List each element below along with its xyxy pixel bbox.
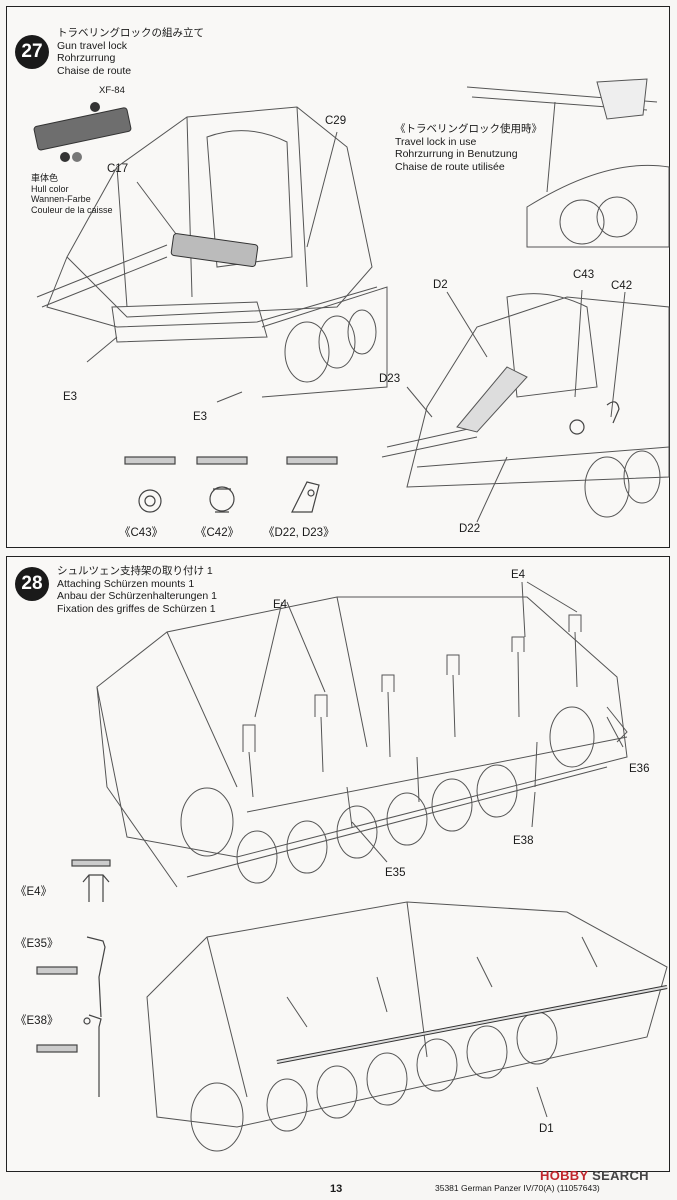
paint-code-label: XF-84 <box>99 85 125 96</box>
travel-lock-in-use-note: 《トラベリングロック使用時》 Travel lock in use Rohrzu… <box>395 123 542 173</box>
part-label-d1: D1 <box>539 1123 554 1135</box>
part-caption-e38: 《E38》 <box>15 1015 59 1027</box>
part-label-e36: E36 <box>629 763 650 775</box>
part-caption-e35: 《E35》 <box>15 938 59 950</box>
part-label-e4-right: E4 <box>511 569 526 581</box>
step-number-badge: 28 <box>15 567 49 601</box>
part-label-d22: D22 <box>459 523 481 535</box>
part-label-d23: D23 <box>379 373 401 385</box>
part-label-c42: C42 <box>611 280 633 292</box>
step-title: トラベリングロックの組み立て Gun travel lock Rohrzurru… <box>57 27 204 77</box>
step-28-panel: 28 シュルツェン支持架の取り付け 1 Attaching Schürzen m… <box>6 556 670 1172</box>
step-27-panel: 27 トラベリングロックの組み立て Gun travel lock Rohrzu… <box>6 6 670 548</box>
part-label-d2: D2 <box>433 279 448 291</box>
step-title: シュルツェン支持架の取り付け 1 Attaching Schürzen moun… <box>57 565 217 615</box>
part-label-c43: C43 <box>573 269 595 281</box>
part-label-c29: C29 <box>325 115 347 127</box>
part-label-e4-left: E4 <box>273 599 288 611</box>
step-number-badge: 27 <box>15 35 49 69</box>
part-caption-d22-d23: 《D22, D23》 <box>263 527 335 539</box>
hull-color-note: 車体色 Hull color Wannen-Farbe Couleur de l… <box>31 173 113 215</box>
step-28-assembly-drawing <box>36 581 668 1152</box>
part-label-e38: E38 <box>513 835 534 847</box>
kit-info: 35381 German Panzer IV/70(A) (11057643) <box>435 1183 600 1193</box>
part-label-e35: E35 <box>385 867 406 879</box>
part-caption-e4: 《E4》 <box>15 886 53 898</box>
hobby-search-watermark: HOBBY SEARCH <box>540 1168 649 1183</box>
part-caption-c42: 《C42》 <box>195 527 240 539</box>
part-label-e3-left: E3 <box>63 391 78 403</box>
step-27-assembly-drawing <box>33 78 670 523</box>
part-caption-c43: 《C43》 <box>119 527 164 539</box>
part-label-c17: C17 <box>107 163 129 175</box>
part-label-e3-right: E3 <box>193 411 208 423</box>
page-number: 13 <box>330 1183 343 1195</box>
